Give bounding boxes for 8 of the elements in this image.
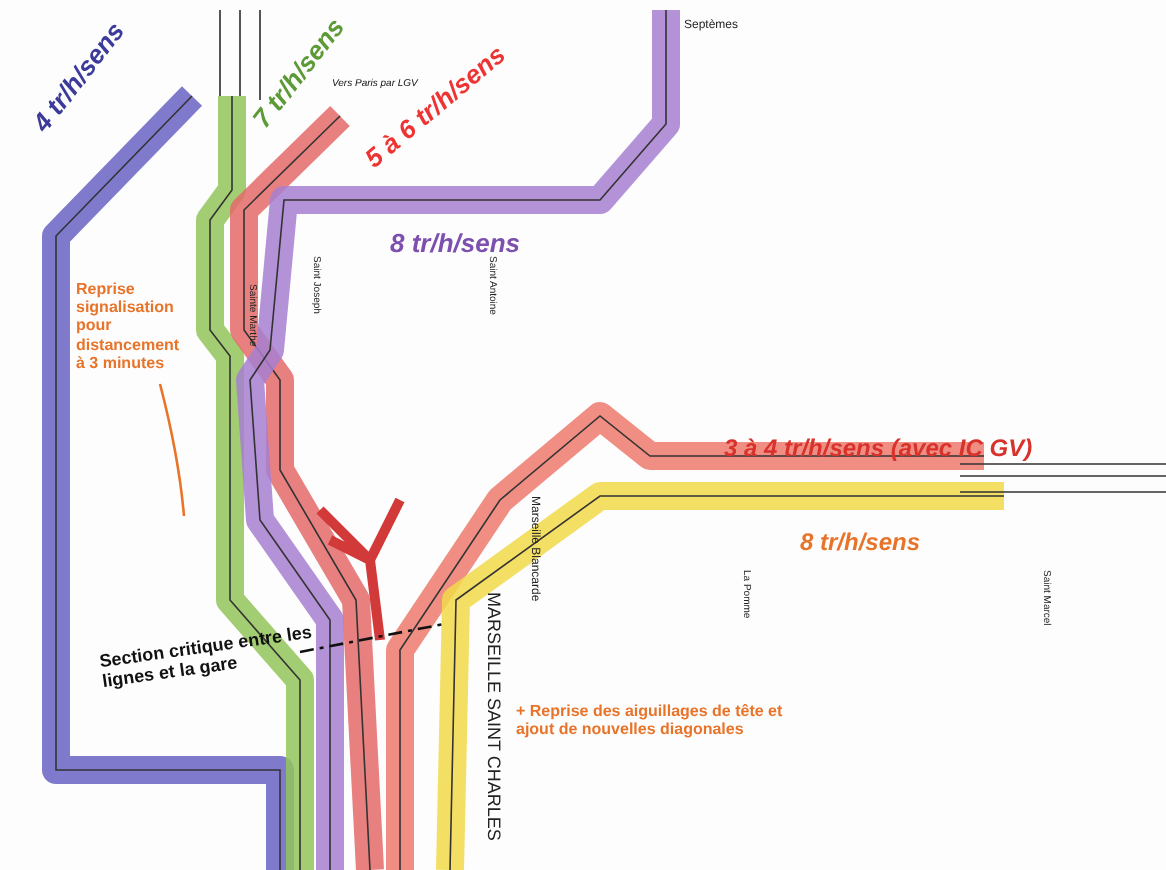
note-text: Section critique entre les lignes et la gare — [98, 620, 315, 693]
note-text: Reprise signalisation pour distancement à 3 minutes — [76, 280, 182, 372]
note-text: + Reprise des aiguillages de tête et ajout de nouvelles diagonales — [516, 704, 785, 740]
leader-line — [299, 622, 445, 654]
frequency-label: 8 tr/h/sens — [800, 530, 921, 557]
leader-line — [158, 383, 186, 517]
frequency-label: 3 à 4 tr/h/sens (avec IC GV) — [724, 436, 1033, 463]
station-label: MARSEILLE SAINT CHARLES — [482, 592, 502, 841]
